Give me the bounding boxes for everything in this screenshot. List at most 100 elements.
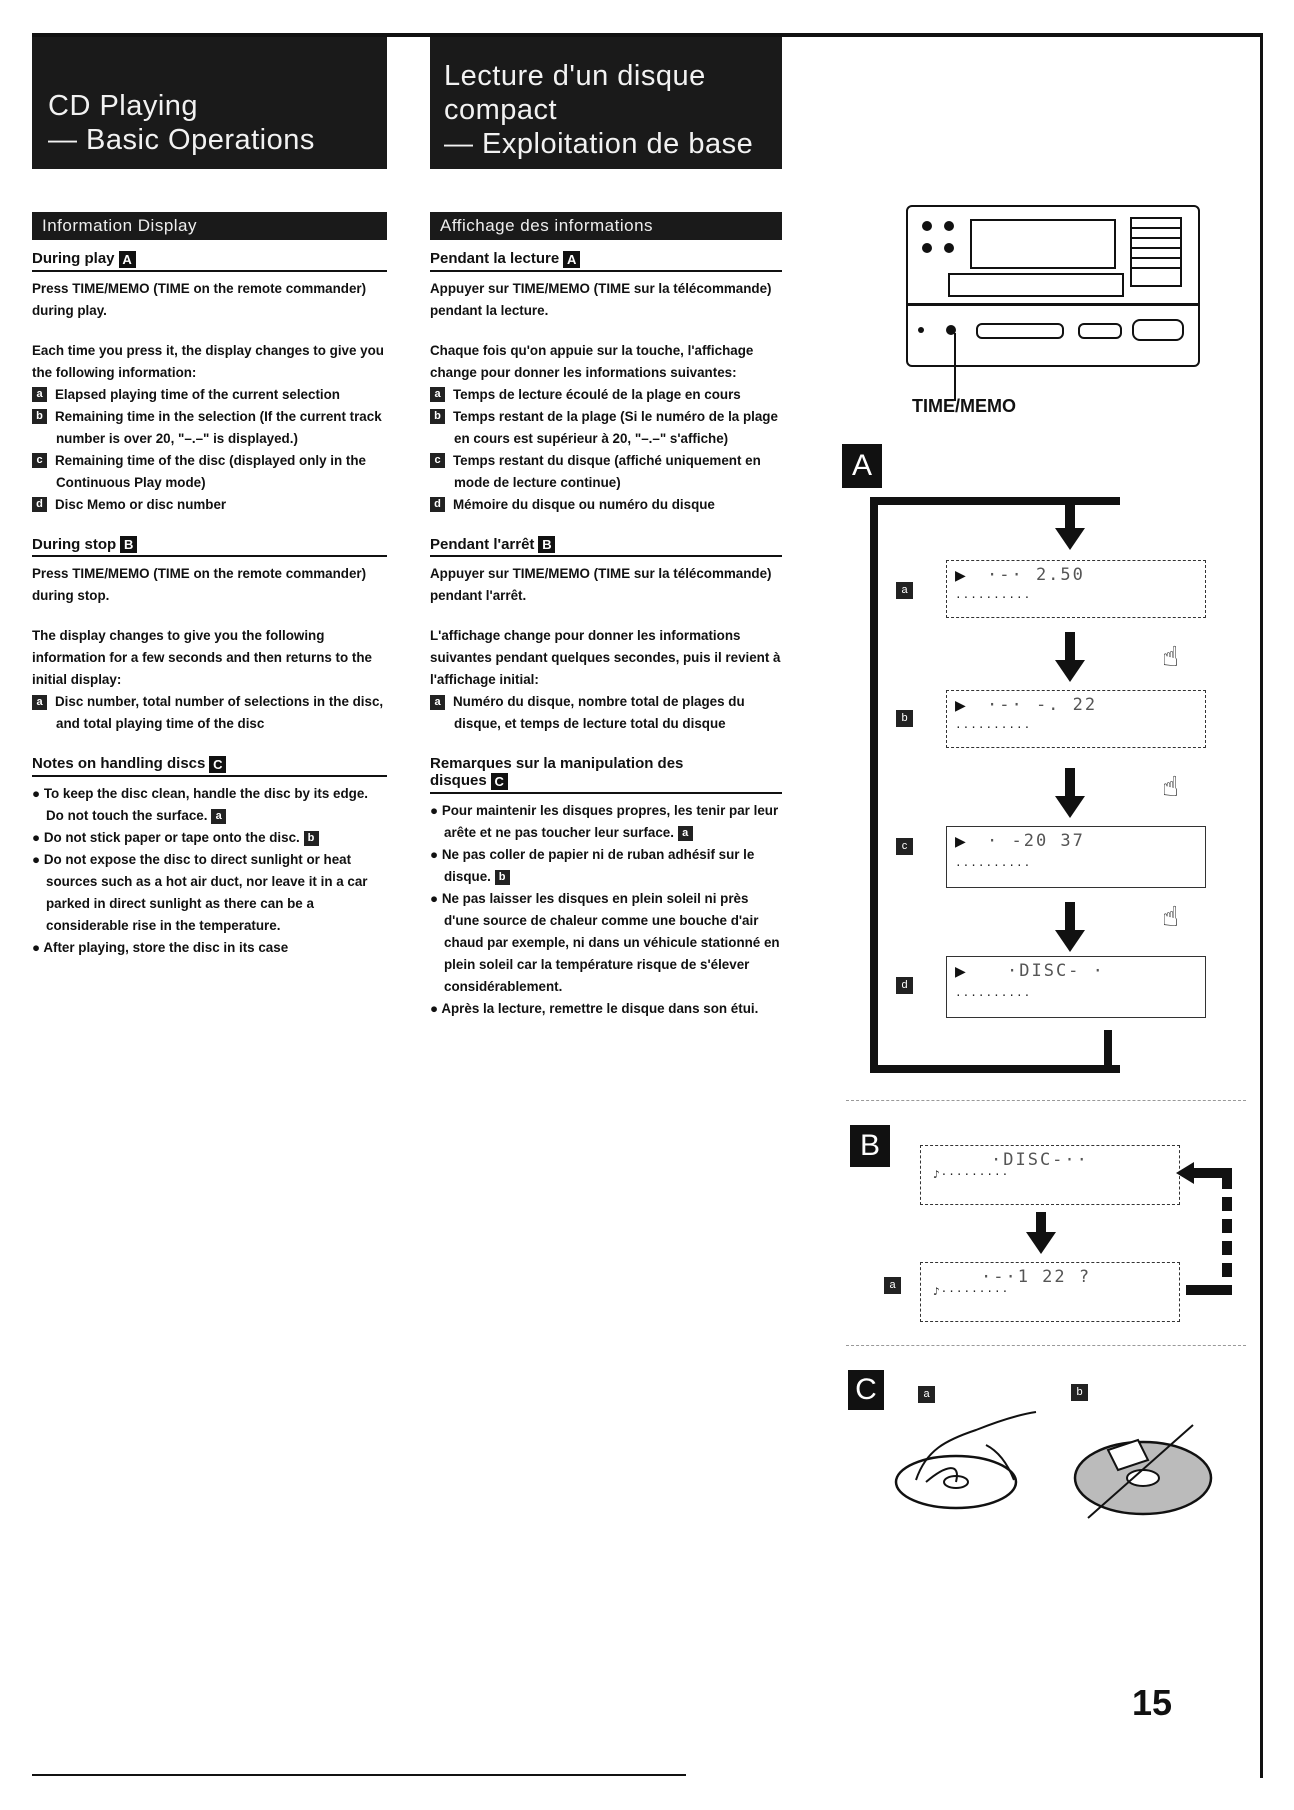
tag-b: b [494,869,510,885]
device-display-window [970,219,1116,269]
french-title-box: Lecture d'un disque compact — Exploitati… [430,37,782,169]
display-b-stop-a: ♪········· ·-·1 22 ? [920,1262,1180,1322]
top-rule [32,33,1262,37]
display-b-initial-lcd: ·DISC-·· [991,1150,1089,1170]
disc-handling-illustration [894,1411,1037,1510]
note-item: ● Ne pas laisser les disques en plein so… [430,890,780,994]
music-icon: ♪········· [933,1285,1010,1298]
arrow-down-icon [1055,930,1085,952]
play-icon: ▶ [955,697,966,713]
cd-player-illustration [906,205,1200,367]
display-b-stop-lcd: ·-·1 22 ? [981,1267,1092,1287]
english-title-line2: — Basic Operations [48,124,315,156]
calendar-dots: ·········· [955,721,1032,734]
panel-a-loop-frame [870,497,1120,1073]
during-stop-paragraph: Press TIME/MEMO (TIME on the remote comm… [32,566,367,604]
play-icon: ▶ [955,567,966,583]
page-number: 15 [1132,1682,1173,1723]
calendar-dots: ·········· [955,859,1032,872]
note-item: ● To keep the disc clean, handle the dis… [32,785,369,824]
tag-b: b [32,409,47,425]
pendant-lecture-intro: Chaque fois qu'on appuie sur la touche, … [430,342,754,380]
time-memo-button[interactable] [946,325,956,335]
pendant-arret-paragraph: Appuyer sur TIME/MEMO (TIME sur la téléc… [430,566,772,604]
display-a-lcd: ·-· 2.50 [987,565,1085,585]
right-edge-rule [1260,33,1263,1778]
time-memo-label: TIME/MEMO [912,396,1016,416]
note-item: ● Do not stick paper or tape onto the di… [32,827,387,849]
tag-d: d [430,497,445,513]
tag-c: c [32,453,47,469]
step-tag-b: b [1071,1384,1088,1401]
tag-a: a [32,387,47,403]
tag-a: a [430,695,445,711]
badge-c: C [490,772,508,790]
badge-a: A [563,250,581,268]
note-item: ● Pour maintenir les disques propres, le… [430,802,779,841]
return-arrow-icon [1222,1175,1232,1295]
display-b-stop-initial: ♪········· ·DISC-·· [920,1145,1180,1205]
step-tag-a: a [918,1386,935,1403]
note-item: ● Après la lecture, remettre le disque d… [430,1000,759,1016]
step-tag-b: b [896,710,913,727]
note-item: ● Ne pas coller de papier ni de ruban ad… [430,846,755,885]
badge-a: A [118,250,136,268]
callout-line [954,333,956,401]
hand-press-icon: ☝ [1162,771,1180,802]
tag-d: d [32,497,47,513]
during-play-paragraph: Press TIME/MEMO (TIME on the remote comm… [32,280,367,318]
play-icon: ▶ [955,963,966,979]
tag-b: b [303,830,319,846]
arrow-down-icon [1026,1232,1056,1254]
figure-column: TIME/MEMO A a ▶ ·-· 2.50 ·········· ☝ b … [826,0,1266,1790]
panel-c-letter: C [848,1370,884,1410]
step-tag-a: a [884,1277,901,1294]
badge-b: B [538,536,556,554]
calendar-dots: ·········· [955,989,1032,1002]
french-title-line1: Lecture d'un disque [444,60,706,92]
display-d-lcd: ·DISC- · [1007,961,1105,981]
pendant-lecture-paragraph: Appuyer sur TIME/MEMO (TIME sur la téléc… [430,280,772,318]
display-c-lcd: · -20 37 [987,831,1085,851]
arrow-down-icon [1055,660,1085,682]
note-item: ● Do not expose the disc to direct sunli… [32,851,368,933]
bottom-rule [32,1774,686,1776]
badge-c: C [209,755,227,773]
pendant-arret-intro: L'affichage change pour donner les infor… [430,628,781,688]
tag-b: b [430,409,445,425]
display-b: ▶ ·-· -. 22 ·········· [946,690,1206,748]
tag-a: a [677,825,693,841]
disc-tape-illustration [1073,1424,1213,1519]
tag-a: a [430,387,445,403]
note-item: ● After playing, store the disc in its c… [32,939,289,955]
play-icon: ▶ [955,833,966,849]
tag-a: a [211,808,227,824]
calendar-dots: ·········· [955,591,1032,604]
display-d: ▶ ·DISC- · ·········· [946,956,1206,1018]
english-section-bar: Information Display [32,212,387,240]
english-title-line1: CD Playing [48,90,199,122]
music-icon: ♪········· [933,1168,1010,1181]
arrow-down-icon [1055,796,1085,818]
during-stop-intro: The display changes to give you the foll… [32,628,373,688]
english-title-box: CD Playing — Basic Operations [32,37,387,169]
display-a: ▶ ·-· 2.50 ·········· [946,560,1206,618]
badge-b: B [120,536,138,554]
display-c: ▶ · -20 37 ·········· [946,826,1206,888]
step-tag-d: d [896,977,913,994]
hand-press-icon: ☝ [1162,901,1180,932]
panel-a-letter: A [842,444,882,488]
tag-c: c [430,453,445,469]
during-play-intro: Each time you press it, the display chan… [32,342,384,380]
